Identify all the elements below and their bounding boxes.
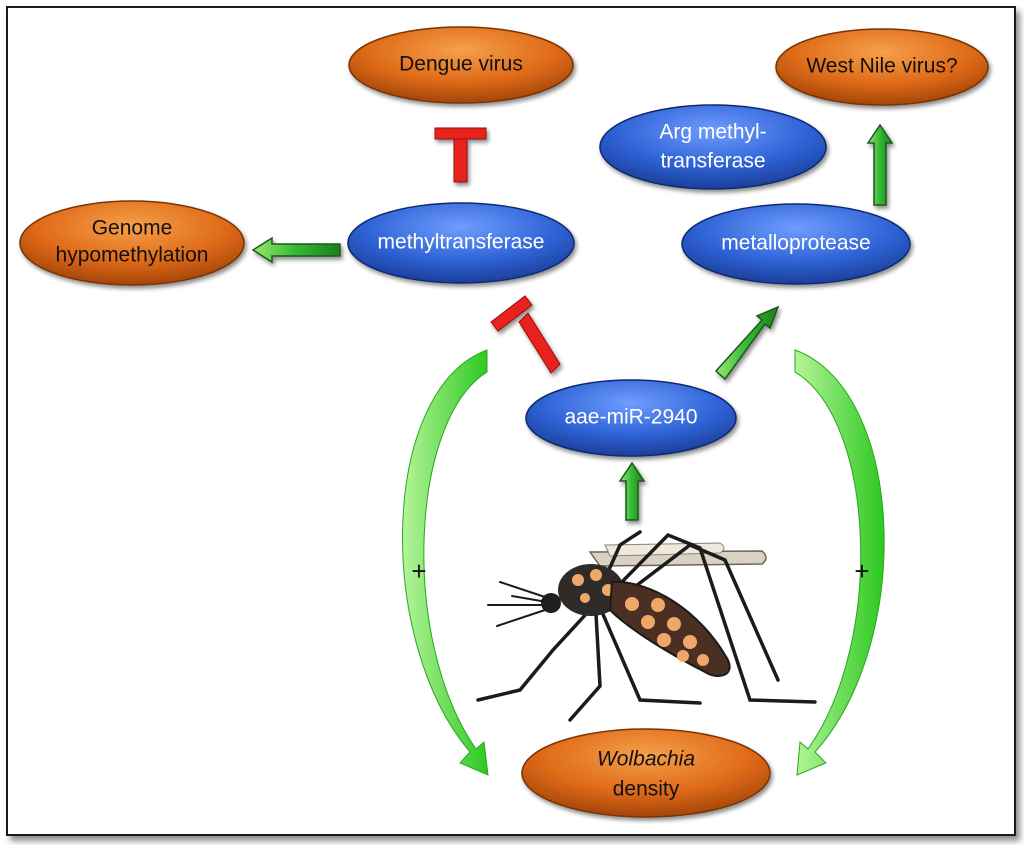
right-feedback-arrow xyxy=(794,349,885,776)
node-arg-label-line2: transferase xyxy=(660,150,765,173)
node-genome-label-line2: hypomethylation xyxy=(56,244,209,267)
mosquito-icon xyxy=(476,530,817,722)
node-methyltransferase-label: methyltransferase xyxy=(378,231,545,254)
node-dengue-virus: Dengue virus xyxy=(348,26,574,104)
node-genome-hypomethylation: Genome hypomethylation xyxy=(19,200,245,286)
arrow-metalloprotease-westnile xyxy=(866,123,894,206)
node-wolbachia-density: Wolbachia density xyxy=(521,728,771,818)
node-metalloprotease: metalloprotease xyxy=(681,203,911,285)
node-methyltransferase: methyltransferase xyxy=(347,202,575,284)
node-west-nile-label: West Nile virus? xyxy=(806,55,957,78)
inhibition-methyltransferase-dengue xyxy=(434,127,487,183)
left-plus-sign: + xyxy=(411,556,426,586)
inhibition-mirna-methyltransferase xyxy=(490,295,561,374)
node-aae-mir-2940: aae-miR-2940 xyxy=(525,379,737,457)
left-feedback-arrow xyxy=(402,349,489,776)
right-plus-sign: + xyxy=(854,556,869,586)
node-wolbachia-label-line2: density xyxy=(613,778,680,801)
node-dengue-label: Dengue virus xyxy=(399,53,523,76)
node-mirna-label: aae-miR-2940 xyxy=(564,406,697,429)
arrow-methyltransferase-genome xyxy=(251,236,341,264)
arrow-mosquito-mirna xyxy=(618,461,646,521)
node-metalloprotease-label: metalloprotease xyxy=(721,232,870,255)
arrow-mirna-metalloprotease xyxy=(714,305,780,381)
node-wolbachia-label-line1: Wolbachia xyxy=(597,748,695,771)
node-arg-methyltransferase: Arg methyl- transferase xyxy=(599,104,827,190)
node-arg-label-line1: Arg methyl- xyxy=(659,121,766,144)
node-genome-label-line1: Genome xyxy=(92,217,173,240)
node-west-nile-virus: West Nile virus? xyxy=(775,28,989,106)
